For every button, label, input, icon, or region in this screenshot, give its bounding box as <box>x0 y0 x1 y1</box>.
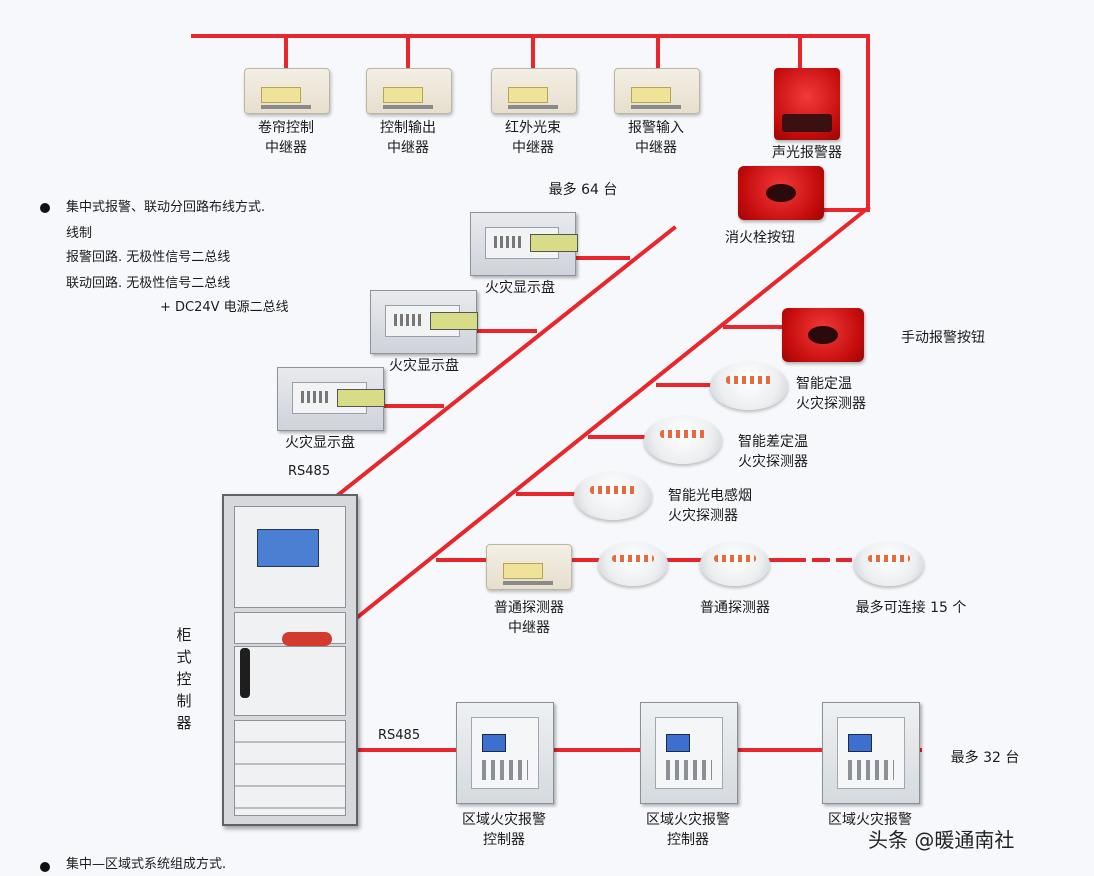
description-line-3: 联动回路. 无极性信号二总线 <box>66 276 231 291</box>
hydrant-button-label: 消火栓按钮 <box>725 230 795 246</box>
manual-button-label: 手动报警按钮 <box>901 330 985 346</box>
max-connect-label: 最多可连接 15 个 <box>855 600 967 616</box>
local-controller-label-3: 区域火灾报警 <box>828 812 912 828</box>
smart-detector-label-1: 智能定温火灾探测器 <box>796 376 866 412</box>
loop-diagonal <box>351 205 871 623</box>
rs485-top-label: RS485 <box>288 464 331 479</box>
fire-display-panel-3 <box>277 367 385 431</box>
smart-heat-detector <box>710 362 788 410</box>
fire-display-panel-2 <box>370 290 478 354</box>
strobe-label: 声光报警器 <box>772 145 842 161</box>
cabinet-controller <box>222 494 358 826</box>
description-line-4: + DC24V 电源二总线 <box>160 300 289 315</box>
display-diagonal <box>335 225 677 498</box>
common-detector-3 <box>854 542 924 586</box>
smart-detector-label-3: 智能光电感烟火灾探测器 <box>668 488 752 524</box>
common-detector-1 <box>598 542 668 586</box>
smart-rate-heat-detector <box>644 416 722 464</box>
infrared-beam-relay-module <box>491 68 577 114</box>
local-controller-label-1: 区域火灾报警控制器 <box>462 812 546 848</box>
local-controller-label-2: 区域火灾报警控制器 <box>646 812 730 848</box>
manual-alarm-button-device <box>782 308 864 362</box>
description-title: 集中式报警、联动分回路布线方式. <box>66 200 266 215</box>
bullet-icon <box>40 203 50 213</box>
module-label-3: 红外光束中继器 <box>505 120 561 156</box>
rs485-bottom-label: RS485 <box>378 728 421 743</box>
cabinet-label: 柜式控制器 <box>176 626 192 732</box>
alarm-input-relay-module <box>614 68 700 114</box>
module-label-2: 控制输出中继器 <box>380 120 436 156</box>
common-detector-label: 普通探测器 <box>700 600 770 616</box>
description-line-2: 报警回路. 无极性信号二总线 <box>66 250 231 265</box>
smart-detector-label-2: 智能差定温火灾探测器 <box>738 434 808 470</box>
control-output-relay-module <box>366 68 452 114</box>
display-label-2: 火灾显示盘 <box>389 358 459 374</box>
footer-bullet-icon <box>40 862 50 872</box>
watermark: 头条 @暖通南社 <box>868 828 1015 852</box>
module-label-1: 卷帘控制中继器 <box>258 120 314 156</box>
common-detector-relay-module <box>486 544 572 590</box>
description-line-1: 线制 <box>66 226 93 241</box>
display-max-count: 最多 64 台 <box>548 182 618 198</box>
local-fire-controller-3 <box>822 702 920 804</box>
shutter-control-relay-module <box>244 68 330 114</box>
display-label-3: 火灾显示盘 <box>285 435 355 451</box>
common-detector-2 <box>700 542 770 586</box>
local-fire-controller-1 <box>456 702 554 804</box>
hydrant-button-device <box>738 166 824 220</box>
smart-photo-smoke-detector <box>574 472 652 520</box>
fire-display-panel-1 <box>470 212 578 276</box>
module-label-4: 报警输入中继器 <box>628 120 684 156</box>
display-label-1: 火灾显示盘 <box>485 280 555 296</box>
local-fire-controller-2 <box>640 702 738 804</box>
footer-caption: 集中—区域式系统组成方式. <box>66 857 227 872</box>
local-max-count: 最多 32 台 <box>950 750 1020 766</box>
common-relay-label: 普通探测器中继器 <box>494 600 564 636</box>
strobe-alarm-device <box>774 68 840 140</box>
